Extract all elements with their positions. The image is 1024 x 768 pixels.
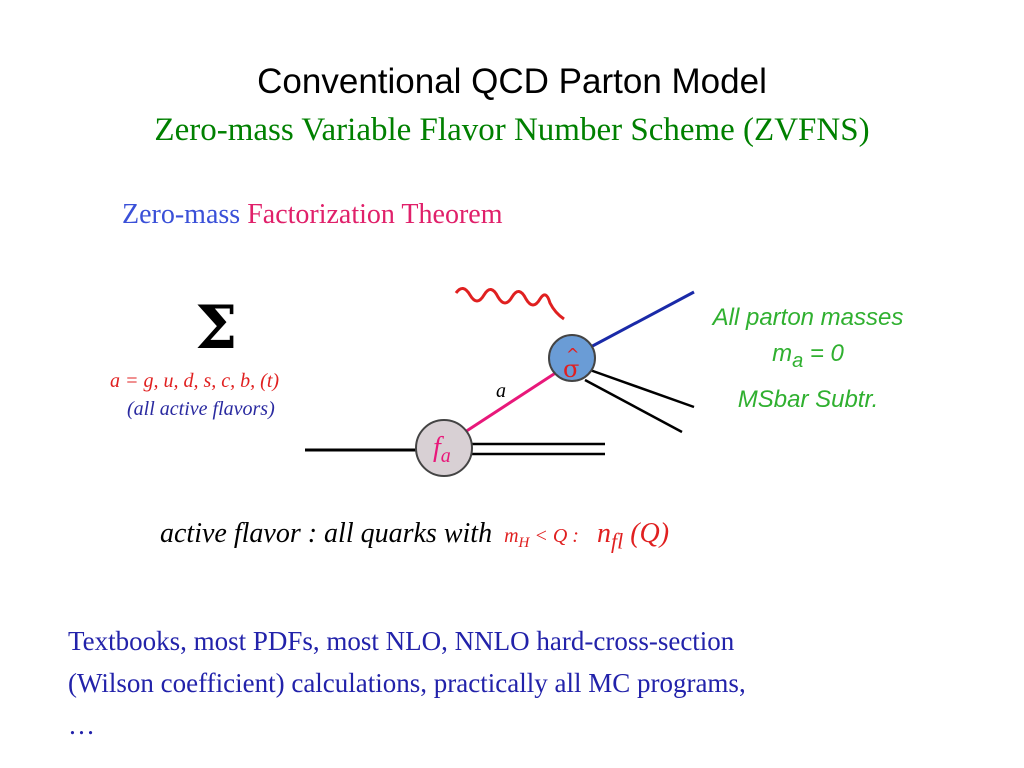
mass-m: m (772, 340, 793, 367)
masses-line-3: MSbar Subtr. (737, 386, 879, 413)
hard-hat: ^ (566, 345, 579, 364)
photon-line (454, 287, 565, 321)
mass-equals-zero: = 0 (803, 340, 844, 367)
heading-factorization-theorem: Factorization Theorem (247, 199, 503, 230)
footer-text: Textbooks, most PDFs, most NLO, NNLO har… (68, 620, 968, 746)
active-condition: mH < Q : (504, 525, 579, 551)
footer-line-1: Textbooks, most PDFs, most NLO, NNLO har… (68, 626, 735, 656)
sum-note-text: (all active flavors) (127, 398, 275, 420)
heading-zero-mass: Zero-mass (122, 199, 241, 230)
footer-line-3: … (68, 710, 95, 740)
nfl-expression: nfl (Q) (596, 518, 670, 554)
outgoing-line-1 (589, 368, 695, 409)
sum-range-text: a = g, u, d, s, c, b, (t) (110, 370, 280, 392)
active-flavor-row: active flavor : all quarks with mH < Q :… (160, 518, 669, 555)
parton-line (464, 370, 558, 434)
outgoing-line-2 (584, 378, 683, 434)
active-flavor-label: active flavor : all quarks with (160, 518, 493, 549)
footer-line-2: (Wilson coefficient) calculations, pract… (68, 668, 746, 698)
slide-title: Conventional QCD Parton Model (257, 62, 767, 101)
mass-sub-a: a (792, 349, 804, 372)
outgoing-quark-line (584, 290, 695, 352)
hard-sigma-label: σ (563, 355, 579, 383)
masses-line-2: ma = 0 (678, 340, 938, 373)
pdf-label: fa (433, 432, 451, 467)
sum-symbol: Σ (195, 293, 238, 363)
pdf-blob (415, 419, 473, 477)
factorization-heading: Zero-mass Factorization Theorem (122, 199, 502, 231)
parton-label: a (496, 380, 506, 402)
slide-subtitle: Zero-mass Variable Flavor Number Scheme … (154, 112, 870, 148)
masses-line-1: All parton masses (712, 304, 904, 331)
hard-scattering-blob (548, 334, 596, 382)
